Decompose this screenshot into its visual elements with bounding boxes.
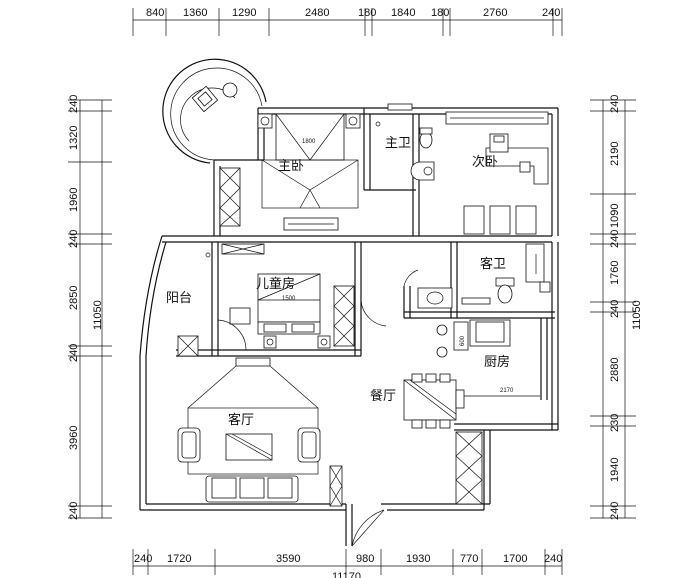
label-living-room: 客厅 [228, 412, 254, 428]
bottom-dim-2: 1720 [167, 553, 191, 565]
label-master-bedroom: 主卧 [278, 159, 304, 174]
right-dim-8: 230 [609, 414, 621, 432]
right-dim-7: 2880 [609, 358, 621, 382]
top-dim-7: 180 [431, 7, 449, 19]
right-dim-9: 1940 [609, 458, 621, 482]
kids-room: 1500 儿童房 [221, 243, 355, 349]
left-dim-total: 11050 [92, 300, 104, 330]
left-dimension-line: 240 1320 1960 240 2850 240 3960 240 1105… [68, 95, 112, 520]
label-guest-bath: 客卫 [480, 256, 506, 272]
bottom-dim-5: 1930 [406, 553, 430, 565]
second-bedroom: 次卧 [445, 111, 549, 235]
dining: 餐厅 [370, 373, 465, 429]
left-dim-1: 240 [68, 95, 80, 113]
bottom-dim-3: 3590 [276, 553, 300, 565]
left-dim-5: 2850 [68, 286, 80, 310]
top-dim-1: 840 [146, 7, 164, 19]
bottom-dimension-line: 240 1720 3590 980 1930 770 1700 240 1117… [132, 549, 562, 578]
right-dim-4: 240 [609, 230, 621, 248]
top-dim-3: 1290 [232, 7, 256, 19]
right-dim-5: 1760 [609, 261, 621, 285]
top-dim-8: 2760 [483, 7, 507, 19]
label-kitchen: 厨房 [484, 354, 510, 370]
left-dim-3: 1960 [68, 188, 80, 212]
right-dim-3: 1090 [609, 204, 621, 228]
bottom-dim-8: 240 [544, 553, 562, 565]
right-dimension-line: 240 2190 1090 240 1760 240 2880 230 1940… [590, 95, 643, 520]
entry-door [351, 509, 385, 547]
right-dim-10: 240 [609, 502, 621, 520]
left-dim-6: 240 [68, 344, 80, 362]
top-dim-2: 1360 [183, 7, 207, 19]
label-second-bedroom: 次卧 [472, 154, 498, 170]
master-bedroom: 1800 主卧 [219, 113, 361, 231]
bottom-dim-total: 11170 [332, 571, 361, 578]
kitchen: 600 2170 厨房 [436, 319, 540, 397]
left-dim-8: 240 [68, 502, 80, 520]
left-dim-2: 1320 [68, 126, 80, 150]
top-dim-4: 2480 [305, 7, 329, 19]
right-dim-1: 240 [609, 95, 621, 113]
top-dim-6: 1840 [391, 7, 415, 19]
master-bed-dim: 1800 [302, 139, 316, 145]
top-dimension-line: 840 1360 1290 2480 180 1840 180 2760 240 [132, 7, 563, 36]
left-dim-4: 240 [68, 230, 80, 248]
top-dim-5: 180 [358, 7, 376, 19]
cabinet-right-lower [455, 431, 483, 505]
right-dim-total: 11050 [631, 300, 643, 330]
label-balcony: 阳台 [166, 291, 192, 306]
counter-dim: 600 [460, 335, 466, 346]
bottom-dim-6: 770 [460, 553, 478, 565]
label-master-bath: 主卫 [385, 136, 411, 151]
kitchen-counter-dim: 2170 [500, 388, 514, 394]
label-dining: 餐厅 [370, 388, 396, 404]
top-dim-9: 240 [542, 7, 560, 19]
living-room: 客厅 [177, 357, 343, 507]
label-kids-room: 儿童房 [256, 276, 295, 292]
master-bath: 主卫 [375, 103, 435, 181]
right-dim-6: 240 [609, 300, 621, 318]
right-dim-2: 2190 [609, 142, 621, 166]
round-bay [162, 58, 267, 164]
door-swings [217, 269, 419, 351]
balcony: 阳台 [166, 252, 211, 357]
kids-bed-dim: 1500 [282, 296, 296, 302]
bottom-dim-1: 240 [134, 553, 152, 565]
bottom-dim-4: 980 [356, 553, 374, 565]
guest-bath: 客卫 [417, 243, 551, 309]
bottom-dim-7: 1700 [503, 553, 527, 565]
left-dim-7: 3960 [68, 426, 80, 450]
